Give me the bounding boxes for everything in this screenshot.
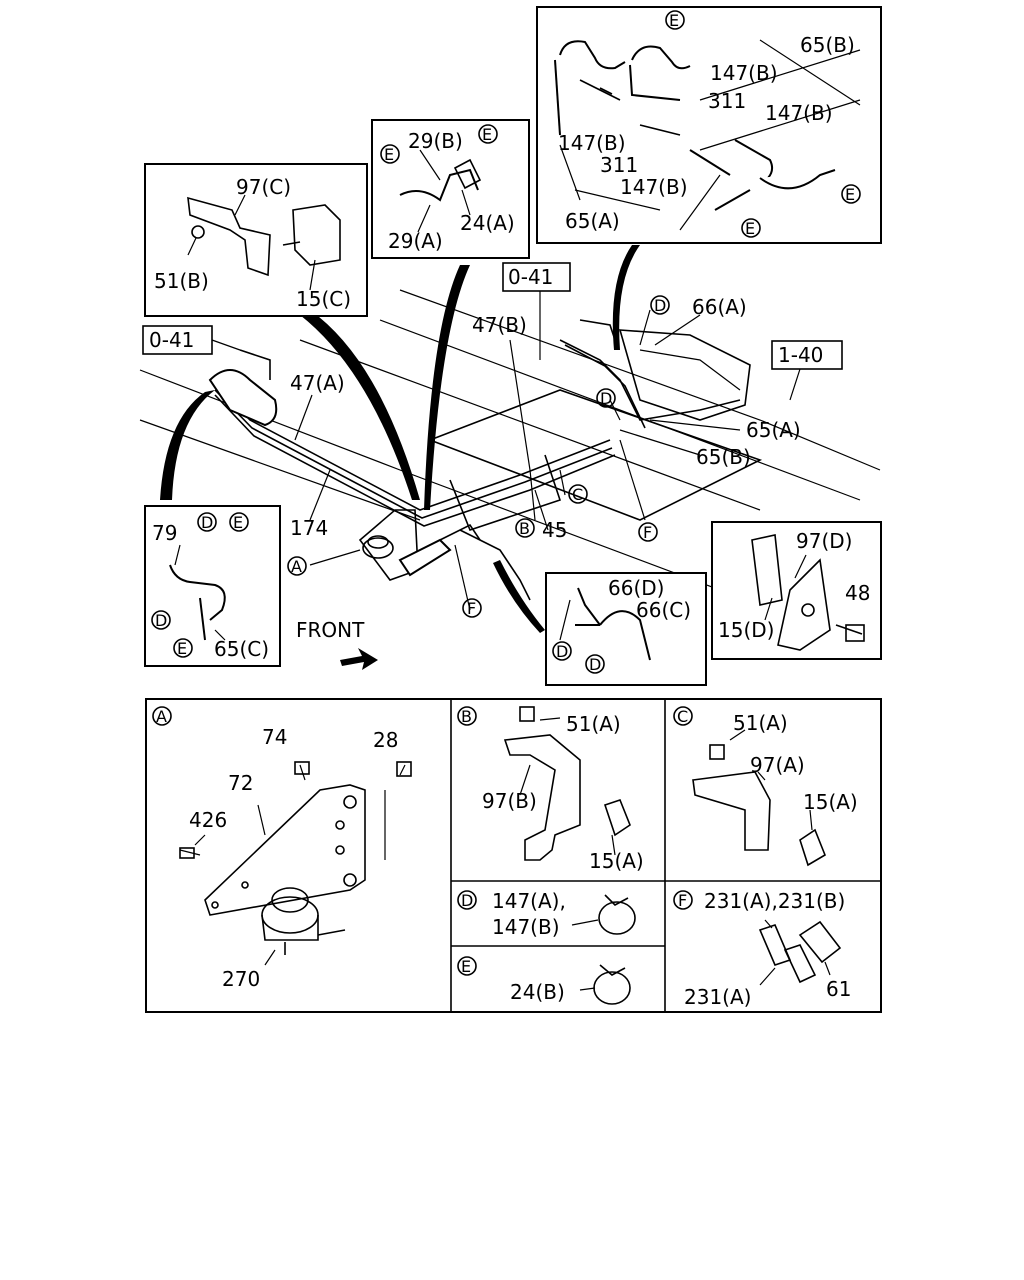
callout-d: D xyxy=(155,611,167,630)
label-231a: 231(A) xyxy=(684,985,751,1009)
label-48: 48 xyxy=(845,581,870,605)
label-65b-main: 65(B) xyxy=(696,445,751,469)
label-97b: 97(B) xyxy=(482,789,537,813)
ref-1-40: 1-40 xyxy=(778,343,823,367)
label-174: 174 xyxy=(290,516,328,540)
callout-c: C xyxy=(572,485,583,504)
label-65b-top: 65(B) xyxy=(800,33,855,57)
filter-bracket-assembly xyxy=(358,509,481,581)
section-d-tag: D xyxy=(461,891,473,910)
label-426: 426 xyxy=(189,808,227,832)
label-66a: 66(A) xyxy=(692,295,747,319)
section-a-tag: A xyxy=(156,707,167,726)
detail-table xyxy=(145,698,882,1013)
label-231a-231b: 231(A),231(B) xyxy=(704,889,845,913)
ref-0-41-a: 0-41 xyxy=(508,265,553,289)
callout-d: D xyxy=(589,655,601,674)
callout-e: E xyxy=(745,219,755,238)
section-b-tag: B xyxy=(461,707,472,726)
detail-box-top-right xyxy=(536,6,882,244)
front-arrow-icon xyxy=(340,648,378,670)
label-66d: 66(D) xyxy=(608,576,664,600)
label-28: 28 xyxy=(373,728,398,752)
section-b-drawing xyxy=(503,706,631,861)
label-147b-1: 147(B) xyxy=(710,61,778,85)
leader-wedges xyxy=(160,245,640,633)
part-labels: 65(B) 147(B) 311 147(B) 147(B) 311 147(B… xyxy=(149,33,870,1009)
label-72: 72 xyxy=(228,771,253,795)
label-97c: 97(C) xyxy=(236,175,291,199)
label-front: FRONT xyxy=(296,618,365,642)
callout-e: E xyxy=(384,145,394,164)
fuel-lines xyxy=(208,319,741,601)
label-51a-b: 51(A) xyxy=(566,712,621,736)
label-65c: 65(C) xyxy=(214,637,269,661)
callout-f: F xyxy=(467,599,476,618)
label-311-2: 311 xyxy=(600,153,638,177)
label-15d: 15(D) xyxy=(718,618,774,642)
label-47a: 47(A) xyxy=(290,371,345,395)
section-c-drawing xyxy=(692,729,826,867)
label-47b: 47(B) xyxy=(472,313,527,337)
label-45: 45 xyxy=(542,518,567,542)
section-f-tag: F xyxy=(678,891,687,910)
label-270: 270 xyxy=(222,967,260,991)
label-79: 79 xyxy=(152,521,177,545)
label-51b: 51(B) xyxy=(154,269,209,293)
section-e-drawing xyxy=(579,964,631,1005)
callout-a: A xyxy=(291,557,302,576)
label-147b-2: 147(B) xyxy=(765,101,833,125)
callout-e: E xyxy=(233,513,243,532)
label-97d: 97(D) xyxy=(796,529,852,553)
label-97a: 97(A) xyxy=(750,753,805,777)
detail-box-bracket-97c xyxy=(144,163,368,317)
detail-box-hose-66d xyxy=(545,572,707,686)
label-15c: 15(C) xyxy=(296,287,351,311)
label-147b-4: 147(B) xyxy=(620,175,688,199)
section-c-tag: C xyxy=(677,707,688,726)
section-f-drawing xyxy=(758,919,842,986)
callout-e: E xyxy=(669,11,679,30)
callout-e: E xyxy=(845,185,855,204)
label-51a-c: 51(A) xyxy=(733,711,788,735)
reference-boxes xyxy=(142,262,843,401)
callout-d: D xyxy=(600,389,612,408)
callout-e: E xyxy=(482,125,492,144)
ref-0-41-b: 0-41 xyxy=(149,328,194,352)
label-15a-b: 15(A) xyxy=(589,849,644,873)
callout-letters: E E E E E D D C B F A F D E D E D D A B … xyxy=(155,11,855,976)
label-74: 74 xyxy=(262,725,287,749)
label-147a-147b-2: 147(B) xyxy=(492,915,560,939)
label-24b: 24(B) xyxy=(510,980,565,1004)
section-d-drawing xyxy=(571,894,636,935)
section-e-tag: E xyxy=(461,957,471,976)
callout-f: F xyxy=(643,523,652,542)
callout-d: D xyxy=(556,642,568,661)
label-311-1: 311 xyxy=(708,89,746,113)
label-29a: 29(A) xyxy=(388,229,443,253)
detail-box-hose-79 xyxy=(144,505,281,667)
label-147a-147b-1: 147(A), xyxy=(492,889,566,913)
detail-box-clamps xyxy=(371,119,530,259)
chassis-frame xyxy=(139,289,881,621)
leader-lines xyxy=(294,309,741,611)
label-61: 61 xyxy=(826,977,851,1001)
callout-circles xyxy=(151,10,861,976)
callout-b: B xyxy=(519,519,530,538)
label-65a-top: 65(A) xyxy=(565,209,620,233)
section-a-drawing xyxy=(179,761,412,966)
label-15a-c: 15(A) xyxy=(803,790,858,814)
callout-d: D xyxy=(201,513,213,532)
label-66c: 66(C) xyxy=(636,598,691,622)
label-65a-main: 65(A) xyxy=(746,418,801,442)
label-24a: 24(A) xyxy=(460,211,515,235)
label-29b: 29(B) xyxy=(408,129,463,153)
detail-box-clamp-15d xyxy=(711,521,882,660)
label-147b-3: 147(B) xyxy=(558,131,626,155)
callout-d: D xyxy=(654,296,666,315)
callout-e: E xyxy=(177,639,187,658)
